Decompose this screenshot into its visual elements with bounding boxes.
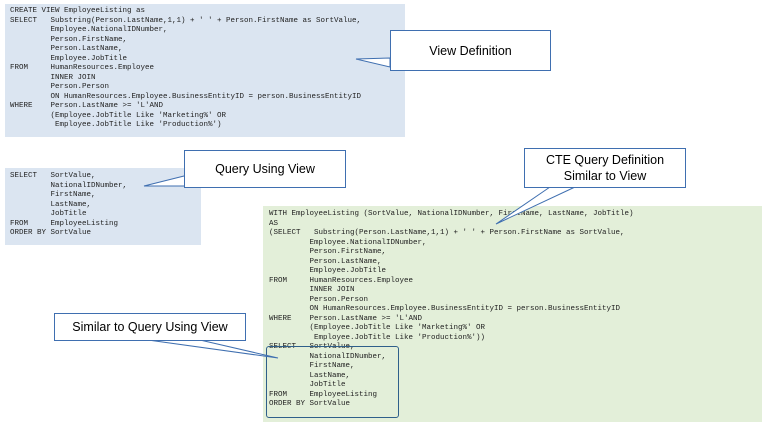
- cte-definition-label-line1: CTE Query Definition: [545, 153, 665, 167]
- code-line: Employee.NationalIDNumber,: [269, 238, 427, 247]
- cte-query-code: SELECT SortValue, NationalIDNumber, Firs…: [263, 343, 762, 410]
- code-line: CREATE VIEW EmployeeListing as: [10, 7, 146, 15]
- code-line: WHERE Person.LastName >= 'L'AND: [269, 314, 423, 323]
- code-line: (Employee.JobTitle Like 'Marketing%' OR: [269, 324, 486, 332]
- code-line: Employee.JobTitle: [269, 267, 387, 275]
- view-definition-callout: View Definition: [390, 30, 551, 71]
- code-line: (Employee.JobTitle Like 'Marketing%' OR: [10, 111, 227, 120]
- code-line: WHERE Person.LastName >= 'L'AND: [10, 102, 164, 110]
- cte-definition-code: WITH EmployeeListing (SortValue, Nationa…: [263, 206, 762, 343]
- code-line: NationalIDNumber,: [269, 352, 387, 361]
- code-line: FirstName,: [10, 191, 96, 199]
- code-line: FROM HumanResources.Employee: [10, 64, 155, 72]
- view-definition-label: View Definition: [429, 43, 512, 58]
- code-line: Employee.JobTitle Like 'Production%'): [10, 121, 222, 129]
- code-line: ON HumanResources.Employee.BusinessEntit…: [10, 92, 362, 101]
- code-line: JobTitle: [269, 381, 346, 389]
- code-line: Person.Person: [10, 83, 110, 91]
- query-using-view-label: Query Using View: [215, 162, 315, 176]
- code-line: SELECT SortValue,: [269, 343, 355, 351]
- similar-query-label: Similar to Query Using View: [72, 320, 228, 334]
- code-line: ORDER BY SortValue: [10, 229, 92, 237]
- cte-definition-label-line2: Similar to View: [563, 169, 647, 183]
- code-line: (SELECT Substring(Person.LastName,1,1) +…: [269, 229, 625, 237]
- code-line: Person.LastName,: [269, 257, 382, 266]
- view-query-code-box: SELECT SortValue, NationalIDNumber, Firs…: [5, 168, 201, 245]
- code-line: ON HumanResources.Employee.BusinessEntit…: [269, 305, 621, 313]
- code-line: Person.LastName,: [10, 45, 123, 53]
- code-line: Employee.JobTitle: [10, 54, 128, 63]
- cte-code-box: WITH EmployeeListing (SortValue, Nationa…: [263, 206, 762, 422]
- code-line: SELECT SortValue,: [10, 172, 96, 180]
- query-using-view-callout: Query Using View: [184, 150, 346, 188]
- view-definition-code-box: CREATE VIEW EmployeeListing as SELECT Su…: [5, 4, 405, 137]
- code-line: Employee.JobTitle Like 'Production%')): [269, 333, 486, 342]
- code-line: Person.Person: [269, 295, 369, 304]
- code-line: LastName,: [269, 371, 351, 380]
- similar-query-callout: Similar to Query Using View: [54, 313, 246, 341]
- code-line: LastName,: [10, 200, 92, 209]
- code-line: Person.FirstName,: [10, 35, 128, 44]
- code-line: FROM EmployeeListing: [269, 390, 378, 399]
- code-line: Person.FirstName,: [269, 248, 387, 256]
- cte-definition-callout: CTE Query Definition Similar to View: [524, 148, 686, 188]
- code-line: FROM HumanResources.Employee: [269, 276, 414, 285]
- view-definition-code: CREATE VIEW EmployeeListing as SELECT Su…: [5, 4, 405, 134]
- code-line: JobTitle: [10, 210, 87, 218]
- code-line: FirstName,: [269, 362, 355, 370]
- view-query-code: SELECT SortValue, NationalIDNumber, Firs…: [5, 168, 201, 243]
- code-line: WITH EmployeeListing (SortValue, Nationa…: [269, 210, 634, 218]
- code-line: FROM EmployeeListing: [10, 219, 119, 228]
- code-line: ORDER BY SortValue: [269, 400, 351, 408]
- similar-query-pointer: [147, 339, 279, 359]
- code-line: INNER JOIN: [10, 73, 96, 82]
- code-line: INNER JOIN: [269, 286, 355, 294]
- cte-query-highlight: [266, 346, 399, 418]
- code-line: SELECT Substring(Person.LastName,1,1) + …: [10, 16, 362, 25]
- code-line: Employee.NationalIDNumber,: [10, 26, 168, 34]
- code-line: NationalIDNumber,: [10, 181, 128, 190]
- code-line: AS: [269, 219, 279, 228]
